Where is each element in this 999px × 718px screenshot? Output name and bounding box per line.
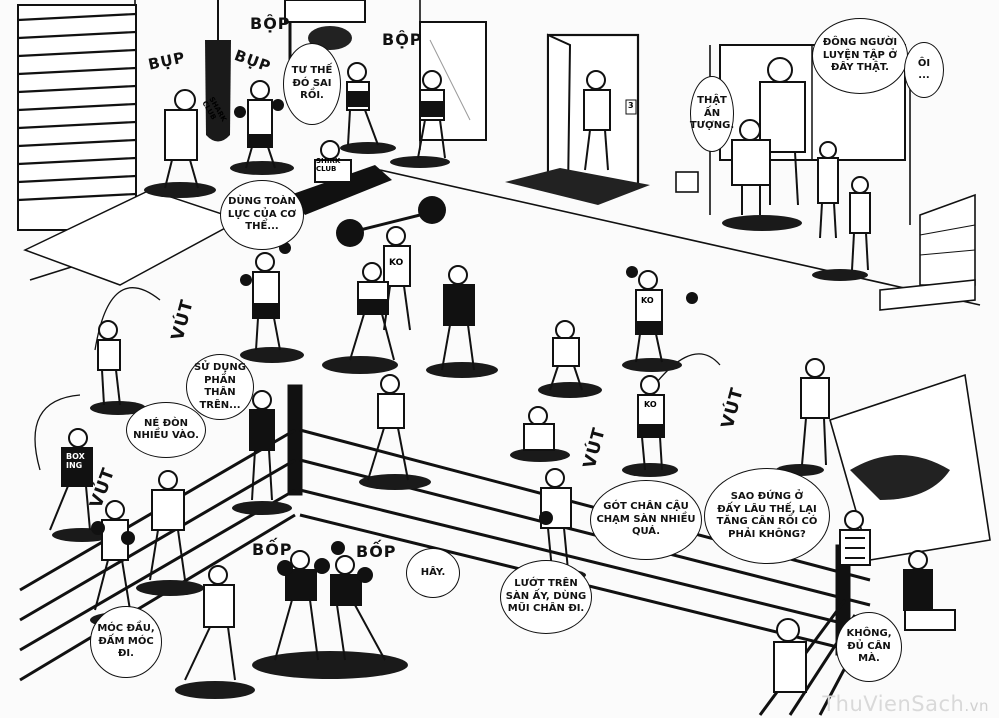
- sfx-bop-top-2: BỘP: [382, 30, 423, 49]
- weight-bench: [290, 165, 392, 215]
- watermark: ThuVienSach.vn: [822, 692, 989, 716]
- boxing-gloves: [91, 99, 698, 583]
- speech-bubble-heel: GÓT CHÂN CẬU CHẠM SÀN NHIỀU QUÁ.: [590, 480, 702, 560]
- barbell: [336, 196, 446, 247]
- rolling-shutter: [17, 4, 137, 231]
- speech-bubble-oh: ÔI ...: [904, 42, 944, 98]
- speech-bubble-enough: KHÔNG, ĐỦ CÂN MÀ.: [836, 612, 902, 682]
- watermark-brand: ThuVienSach: [822, 692, 965, 716]
- shirt-text-shirk-club: SHIRK CLUB: [316, 157, 341, 173]
- wrestling-mat: [829, 373, 991, 561]
- speech-bubble-impressive: THẬT ẤN TƯỢNG.: [690, 76, 734, 152]
- speech-bubble-full-body: DÙNG TOÀN LỰC CỦA CƠ THỂ...: [220, 180, 304, 250]
- shirt-text-ko-2: KO: [641, 296, 654, 305]
- shirt-text-ko-3: KO: [644, 400, 657, 409]
- gym-figures: [49, 57, 956, 693]
- speech-bubble-dodge-more: NÉ ĐÒN NHIỀU VÀO.: [126, 402, 206, 458]
- door-number: 3: [628, 101, 634, 110]
- speech-bubble-hey: HÂY.: [406, 548, 460, 598]
- speech-bubble-glide: LƯỚT TRÊN SÀN ẤY, DÙNG MŨI CHÂN ĐI.: [500, 560, 592, 634]
- speech-bubble-long-time: SAO ĐỨNG Ở ĐẤY LÂU THẾ, LẠI TĂNG CÂN RỒI…: [704, 468, 830, 564]
- watermark-domain: .vn: [964, 697, 989, 715]
- punching-bag: [205, 0, 231, 142]
- stacked-mats: [919, 193, 976, 286]
- bench: [879, 279, 976, 311]
- shirt-text-boxing: BOX ING: [66, 452, 85, 470]
- bucket: [675, 171, 699, 193]
- doormat: [505, 168, 650, 205]
- speech-bubble-hook: MÓC ĐẦU, ĐẤM MÓC ĐI.: [90, 606, 162, 678]
- speech-bubble-wrong-posture: TƯ THẾ ĐÓ SAI RỒI.: [283, 43, 341, 125]
- speech-bubble-crowded: ĐÔNG NGƯỜI LUYỆN TẬP Ở ĐÂY THẬT.: [812, 18, 908, 94]
- sfx-bop-top-1: BỘP: [250, 14, 291, 33]
- speech-bubble-upper-body: SỬ DỤNG PHẦN THÂN TRÊN...: [186, 354, 254, 420]
- shirt-text-ko-1: KO: [389, 258, 404, 268]
- sfx-bop-ring-1: BỐP: [252, 540, 293, 559]
- sfx-bop-ring-2: BỐP: [356, 542, 397, 561]
